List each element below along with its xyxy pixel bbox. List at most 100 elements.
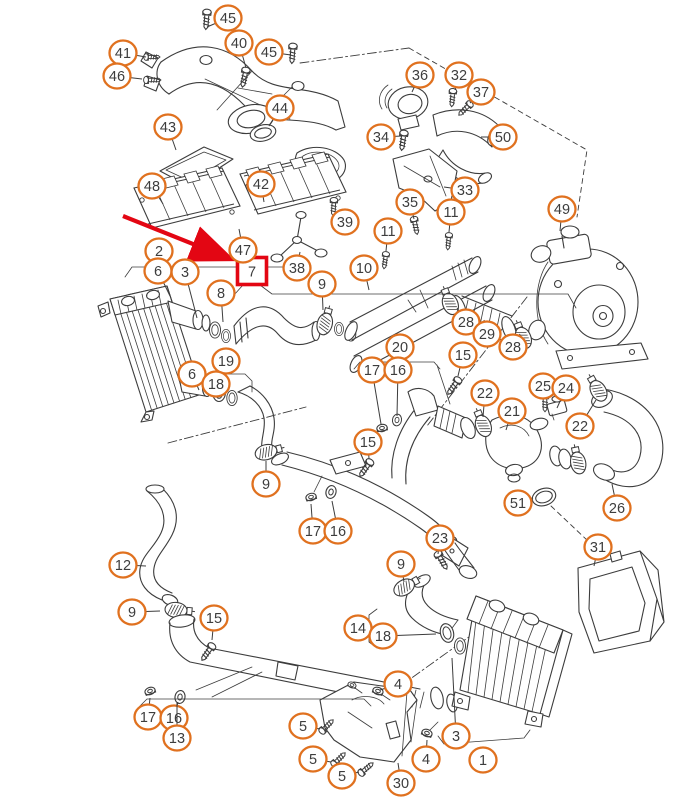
callout-circle[interactable] [153,113,183,141]
callout-38[interactable]: 38 [282,251,312,282]
callout-circle[interactable] [451,308,481,336]
callout-34[interactable]: 34 [366,123,403,151]
callout-51[interactable]: 51 [503,489,534,517]
callout-5[interactable]: 5 [288,712,321,740]
callout-25[interactable]: 25 [528,372,558,400]
callout-circle[interactable] [323,517,353,545]
callout-11[interactable]: 11 [436,198,466,233]
callout-32[interactable]: 32 [444,61,474,91]
callout-29[interactable]: 29 [472,319,502,348]
callout-33[interactable]: 33 [443,176,480,204]
callout-16[interactable]: 16 [383,356,413,417]
callout-circle[interactable] [466,78,496,106]
callout-circle[interactable] [108,551,138,579]
callout-circle[interactable] [547,195,577,223]
callout-circle[interactable] [199,604,229,632]
callout-15[interactable]: 15 [353,428,383,460]
callout-circle[interactable] [448,341,478,369]
callout-22[interactable]: 22 [565,399,597,440]
callout-8[interactable]: 8 [206,279,236,323]
callout-17[interactable]: 17 [357,356,387,425]
callout-9[interactable]: 9 [307,270,337,311]
callout-30[interactable]: 30 [386,762,416,797]
callout-circle[interactable] [583,533,613,561]
callout-circle[interactable] [488,123,518,151]
callout-circle[interactable] [201,370,231,398]
callout-circle[interactable] [265,94,295,122]
callout-circle[interactable] [246,170,276,198]
callout-36[interactable]: 36 [405,61,435,93]
callout-circle[interactable] [282,254,312,282]
callout-circle[interactable] [353,428,383,456]
callout-circle[interactable] [327,762,357,790]
callout-circle[interactable] [117,598,147,626]
callout-circle[interactable] [102,62,132,90]
callout-circle[interactable] [177,360,207,388]
callout-31[interactable]: 31 [583,533,613,567]
callout-5[interactable]: 5 [327,762,360,790]
callout-3[interactable]: 3 [441,657,471,750]
callout-circle[interactable] [137,172,167,200]
callout-circle[interactable] [170,258,200,286]
callout-45[interactable]: 45 [206,4,243,32]
callout-26[interactable]: 26 [602,483,632,522]
callout-47[interactable]: 47 [228,228,258,264]
callout-circle[interactable] [425,524,455,552]
callout-circle[interactable] [213,4,243,32]
callout-circle[interactable] [441,722,471,750]
callout-13[interactable]: 13 [162,703,192,752]
callout-44[interactable]: 44 [265,94,295,127]
callout-circle[interactable] [206,279,236,307]
callout-37[interactable]: 37 [466,78,496,106]
callout-9[interactable]: 9 [251,461,281,498]
callout-circle[interactable] [551,374,581,402]
callout-28[interactable]: 28 [451,307,481,336]
callout-circle[interactable] [368,622,398,650]
callout-12[interactable]: 12 [108,551,147,579]
callout-circle[interactable] [497,397,527,425]
callout-15[interactable]: 15 [199,604,229,641]
callout-circle[interactable] [373,217,403,245]
callout-circle[interactable] [602,494,632,522]
callout-49[interactable]: 49 [547,195,577,232]
callout-43[interactable]: 43 [153,113,183,151]
callout-45[interactable]: 45 [254,38,292,66]
callout-circle[interactable] [366,123,396,151]
callout-41[interactable]: 41 [108,39,147,67]
callout-22[interactable]: 22 [470,379,500,418]
callout-46[interactable]: 46 [102,62,143,90]
callout-19[interactable]: 19 [211,347,241,375]
callout-circle[interactable] [472,320,502,348]
callout-circle[interactable] [468,746,498,774]
callout-3[interactable]: 3 [170,258,200,319]
callout-circle[interactable] [254,38,284,66]
callout-circle[interactable] [395,188,425,216]
callout-42[interactable]: 42 [246,170,276,203]
callout-circle[interactable] [228,236,258,264]
callout-4[interactable]: 4 [379,670,413,698]
callout-circle[interactable] [470,379,500,407]
callout-1[interactable]: 1 [468,746,498,774]
callout-10[interactable]: 10 [349,254,379,291]
callout-14[interactable]: 14 [343,614,373,642]
callout-48[interactable]: 48 [137,172,167,205]
callout-11[interactable]: 11 [373,217,403,252]
callout-circle[interactable] [386,769,416,797]
callout-40[interactable]: 40 [224,29,254,69]
callout-6[interactable]: 6 [177,360,207,391]
callout-4[interactable]: 4 [411,739,441,773]
callout-circle[interactable] [211,347,241,375]
callout-9[interactable]: 9 [386,550,416,583]
callout-20[interactable]: 20 [385,333,415,361]
callout-circle[interactable] [224,29,254,57]
callout-23[interactable]: 23 [425,524,455,555]
callout-16[interactable]: 16 [323,500,353,545]
callout-circle[interactable] [436,198,466,226]
callout-circle[interactable] [444,61,474,89]
callout-17[interactable]: 17 [133,697,163,731]
callout-circle[interactable] [383,670,413,698]
callout-35[interactable]: 35 [395,188,425,220]
callout-circle[interactable] [503,489,533,517]
callout-circle[interactable] [411,745,441,773]
callout-circle[interactable] [386,550,416,578]
